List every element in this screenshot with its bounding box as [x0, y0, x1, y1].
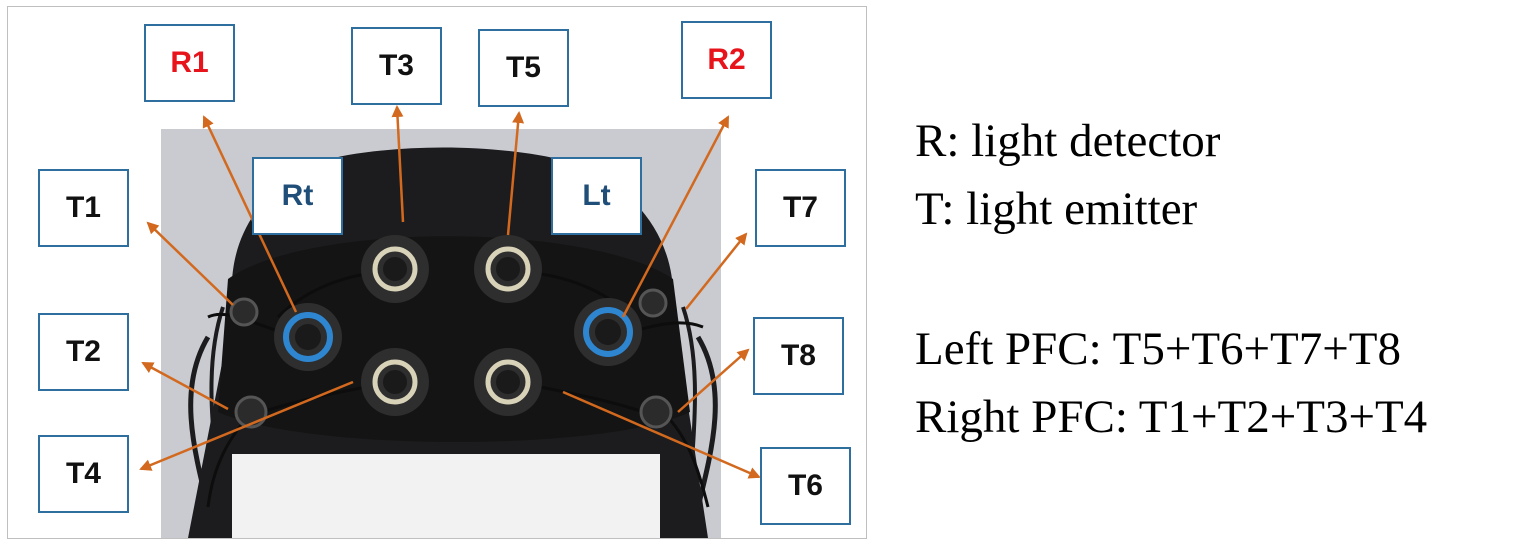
- label-T7: T7: [755, 169, 846, 247]
- legend-emitter: T: light emitter: [915, 183, 1198, 235]
- label-T3: T3: [351, 27, 442, 105]
- label-Rt: Rt: [252, 157, 343, 235]
- legend-left-pfc: Left PFC: T5+T6+T7+T8: [915, 323, 1401, 375]
- legend-right-pfc: Right PFC: T1+T2+T3+T4: [915, 391, 1428, 443]
- legend-detector: R: light detector: [915, 115, 1221, 167]
- label-T8: T8: [753, 317, 844, 395]
- label-T1: T1: [38, 169, 129, 247]
- arrows: [139, 105, 761, 479]
- label-T5: T5: [478, 29, 569, 107]
- label-T2: T2: [38, 313, 129, 391]
- label-Lt: Lt: [551, 157, 642, 235]
- label-R1: R1: [144, 24, 235, 102]
- headband: [218, 236, 690, 442]
- label-T6: T6: [760, 447, 851, 525]
- face-mask: [232, 454, 660, 538]
- label-T4: T4: [38, 435, 129, 513]
- headband-photo-figure: R1 T3 T5 R2 T1 Rt Lt T7 T2 T8 T4 T6: [7, 6, 867, 539]
- label-R2: R2: [681, 21, 772, 99]
- emitter-optodes: [361, 235, 542, 416]
